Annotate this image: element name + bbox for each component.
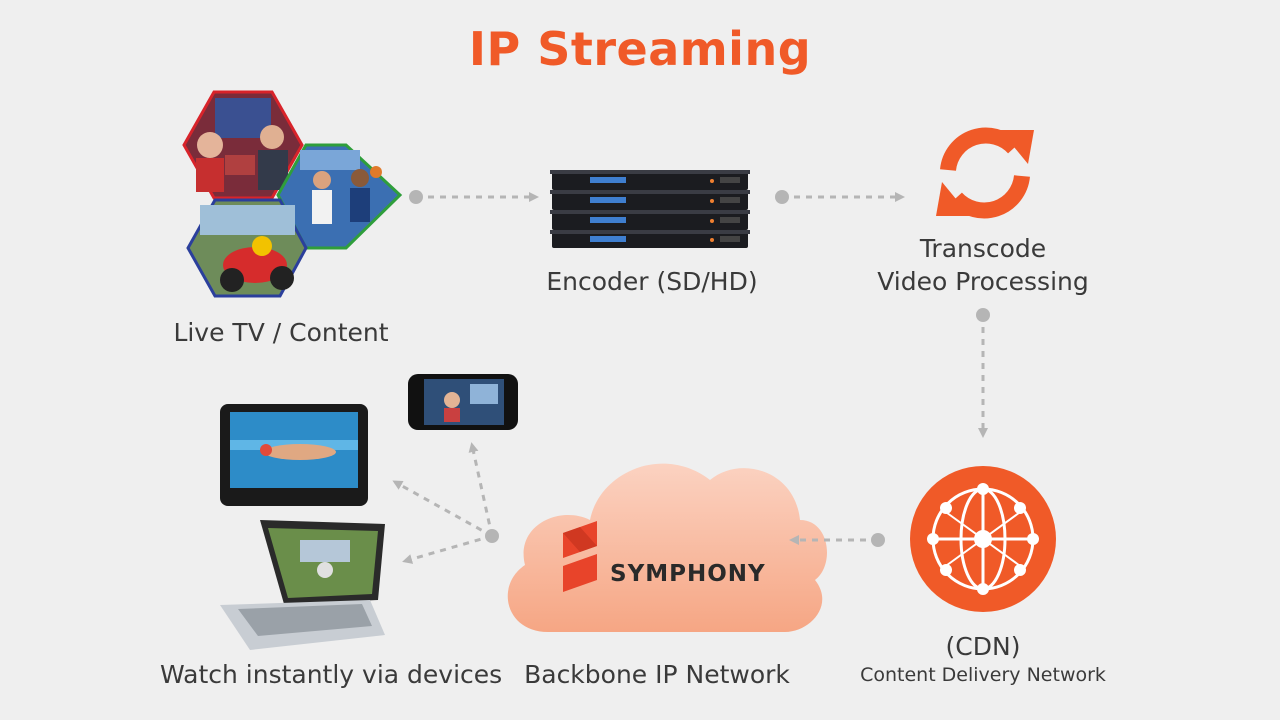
page-title: IP Streaming — [468, 22, 812, 76]
newsroom-image — [182, 90, 304, 200]
cdn-label-line2: Content Delivery Network — [860, 664, 1106, 686]
live-tv-label: Live TV / Content — [173, 318, 389, 347]
tablet-device — [220, 404, 368, 506]
transcode-refresh-icon — [936, 127, 1034, 219]
transcode-label-line2: Video Processing — [877, 267, 1089, 296]
flow-arrow-dots — [409, 190, 990, 547]
symphony-brand-text: SYMPHONY — [610, 561, 766, 587]
cdn-globe-icon — [910, 466, 1056, 612]
backbone-label: Backbone IP Network — [524, 660, 790, 689]
laptop-device — [220, 520, 385, 650]
phone-device — [408, 374, 518, 430]
encoder-label: Encoder (SD/HD) — [546, 267, 758, 296]
basketball-image — [276, 143, 403, 250]
transcode-label-line1: Transcode — [919, 234, 1047, 263]
symphony-logo-mark — [563, 521, 597, 592]
live-tv-hexagons — [182, 90, 403, 298]
devices-label: Watch instantly via devices — [160, 660, 503, 689]
flow-arrows — [392, 192, 988, 564]
cdn-label-line1: (CDN) — [945, 632, 1021, 661]
encoder-rack — [550, 170, 750, 248]
backbone-cloud — [507, 463, 827, 632]
motorcycle-image — [186, 198, 308, 298]
